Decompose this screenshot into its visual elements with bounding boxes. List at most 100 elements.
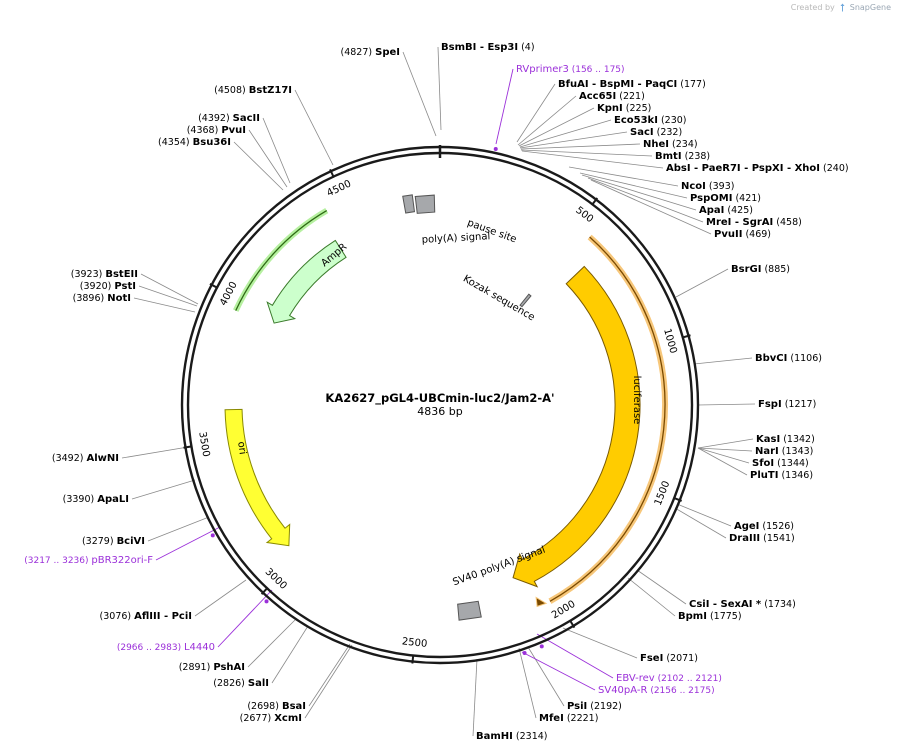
site-position: (238) xyxy=(682,151,711,162)
site-label[interactable]: AgeI (1526) xyxy=(734,521,794,532)
site-name: NarI xyxy=(755,446,779,457)
primer-label[interactable]: (3217 .. 3236) pBR322ori-F xyxy=(24,555,153,566)
primer-mark xyxy=(264,599,269,604)
site-label[interactable]: (3076) AflIII - PciI xyxy=(100,611,192,622)
site-label[interactable]: MfeI (2221) xyxy=(539,713,598,724)
site-leader-line xyxy=(262,117,291,184)
ampr-feature[interactable] xyxy=(266,239,347,324)
site-label[interactable]: ApaI (425) xyxy=(699,205,753,216)
site-label[interactable]: SfoI (1344) xyxy=(752,458,809,469)
pause-site-feature[interactable] xyxy=(414,194,436,214)
site-leader-line xyxy=(271,625,309,684)
site-label[interactable]: (4392) SacII xyxy=(198,113,260,124)
primer-label[interactable]: EBV-rev (2102 .. 2121) xyxy=(616,673,722,684)
site-position: (421) xyxy=(732,193,761,204)
primer-label[interactable]: RVprimer3 (156 .. 175) xyxy=(516,64,625,75)
site-label[interactable]: BmtI (238) xyxy=(655,151,710,162)
site-label[interactable]: MreI - SgrAI (458) xyxy=(706,217,802,228)
site-label[interactable]: FseI (2071) xyxy=(640,653,698,664)
site-label[interactable]: (4508) BstZ17I xyxy=(214,85,292,96)
site-position: (2677) xyxy=(240,713,275,724)
site-name: NheI xyxy=(643,139,669,150)
tick-label: 2500 xyxy=(401,636,427,650)
site-label[interactable]: (3923) BstEII xyxy=(71,269,138,280)
site-label[interactable]: (3492) AlwNI xyxy=(52,453,119,464)
site-position: (3492) xyxy=(52,453,87,464)
site-label[interactable]: PvuII (469) xyxy=(714,229,771,240)
site-name: KpnI xyxy=(597,103,623,114)
site-name: BstEII xyxy=(105,269,138,280)
primer-mark xyxy=(210,533,215,538)
primer-range: (3217 .. 3236) xyxy=(24,556,91,566)
site-label[interactable]: NheI (234) xyxy=(643,139,698,150)
site-label[interactable]: NarI (1343) xyxy=(755,446,813,457)
site-name: SacI xyxy=(630,127,654,138)
primer-label[interactable]: (2966 .. 2983) L4440 xyxy=(117,642,215,653)
site-label[interactable]: DraIII (1541) xyxy=(729,533,795,544)
kozak-feature[interactable] xyxy=(519,293,532,308)
site-label[interactable]: (3279) BciVI xyxy=(82,536,145,547)
site-label[interactable]: CsiI - SexAI * (1734) xyxy=(689,599,796,610)
site-label[interactable]: SacI (232) xyxy=(630,127,682,138)
site-position: (3923) xyxy=(71,269,106,280)
site-label[interactable]: (2677) XcmI xyxy=(240,713,302,724)
site-label[interactable]: BfuAI - BspMI - PaqCI (177) xyxy=(558,79,706,90)
site-label[interactable]: KpnI (225) xyxy=(597,103,651,114)
site-label[interactable]: PspOMI (421) xyxy=(690,193,761,204)
site-name: Eco53kI xyxy=(614,115,658,126)
site-position: (2071) xyxy=(663,653,698,664)
tick-mark xyxy=(411,654,415,664)
site-label[interactable]: (3390) ApaLI xyxy=(63,494,129,505)
site-label[interactable]: BamHI (2314) xyxy=(476,731,548,742)
site-label[interactable]: (2891) PshAI xyxy=(179,662,245,673)
site-label[interactable]: (4354) Bsu36I xyxy=(158,137,231,148)
site-position: (225) xyxy=(623,103,652,114)
site-label[interactable]: PsiI (2192) xyxy=(567,701,622,712)
primer-label[interactable]: SV40pA-R (2156 .. 2175) xyxy=(598,685,715,696)
site-label[interactable]: BsmBI - Esp3I (4) xyxy=(441,42,535,53)
site-label[interactable]: (2826) SalI xyxy=(213,678,269,689)
site-leader-line xyxy=(294,89,334,166)
primer-mark xyxy=(493,146,498,151)
site-position: (2891) xyxy=(179,662,214,673)
polya-signal-feature[interactable] xyxy=(402,194,416,214)
site-label[interactable]: PluTI (1346) xyxy=(750,470,813,481)
site-position: (2826) xyxy=(213,678,248,689)
site-leader-line xyxy=(516,83,556,143)
site-leader-line xyxy=(581,174,697,211)
site-name: BfuAI - BspMI - PaqCI xyxy=(558,79,677,90)
site-leader-line xyxy=(590,179,712,235)
site-leader-line xyxy=(568,166,679,187)
luciferase-feature[interactable] xyxy=(512,265,641,588)
site-position: (1344) xyxy=(774,458,809,469)
site-leader-line xyxy=(437,46,442,131)
ori-feature[interactable] xyxy=(224,408,291,547)
site-label[interactable]: BsrGI (885) xyxy=(731,264,790,275)
site-label[interactable]: (2698) BsaI xyxy=(247,701,306,712)
site-label[interactable]: KasI (1342) xyxy=(756,434,815,445)
site-label[interactable]: FspI (1217) xyxy=(758,399,816,410)
site-label[interactable]: NcoI (393) xyxy=(681,181,734,192)
primer-name: SV40pA-R xyxy=(598,685,647,696)
site-name: SpeI xyxy=(375,47,400,58)
site-leader-line xyxy=(304,644,353,719)
site-label[interactable]: AbsI - PaeR7I - PspXI - XhoI (240) xyxy=(666,163,849,174)
tick-label: 500 xyxy=(573,205,595,225)
site-label[interactable]: Eco53kI (230) xyxy=(614,115,687,126)
primer-range: (156 .. 175) xyxy=(569,65,625,75)
site-position: (1343) xyxy=(779,446,814,457)
site-name: BpmI xyxy=(678,611,707,622)
sv40-polya-feature[interactable] xyxy=(457,600,482,621)
site-label[interactable]: (4827) SpeI xyxy=(341,47,400,58)
site-label[interactable]: (3896) NotI xyxy=(73,293,131,304)
site-leader-line xyxy=(518,107,595,147)
site-label[interactable]: BbvCI (1106) xyxy=(755,353,822,364)
site-label[interactable]: BpmI (1775) xyxy=(678,611,742,622)
site-leader-line xyxy=(697,438,754,449)
site-label[interactable]: (3920) PstI xyxy=(80,281,136,292)
site-name: BstZ17I xyxy=(249,85,292,96)
luciferase-strand-arc xyxy=(549,236,666,602)
site-label[interactable]: (4368) PvuI xyxy=(187,125,246,136)
site-position: (2221) xyxy=(564,713,599,724)
site-label[interactable]: Acc65I (221) xyxy=(579,91,645,102)
